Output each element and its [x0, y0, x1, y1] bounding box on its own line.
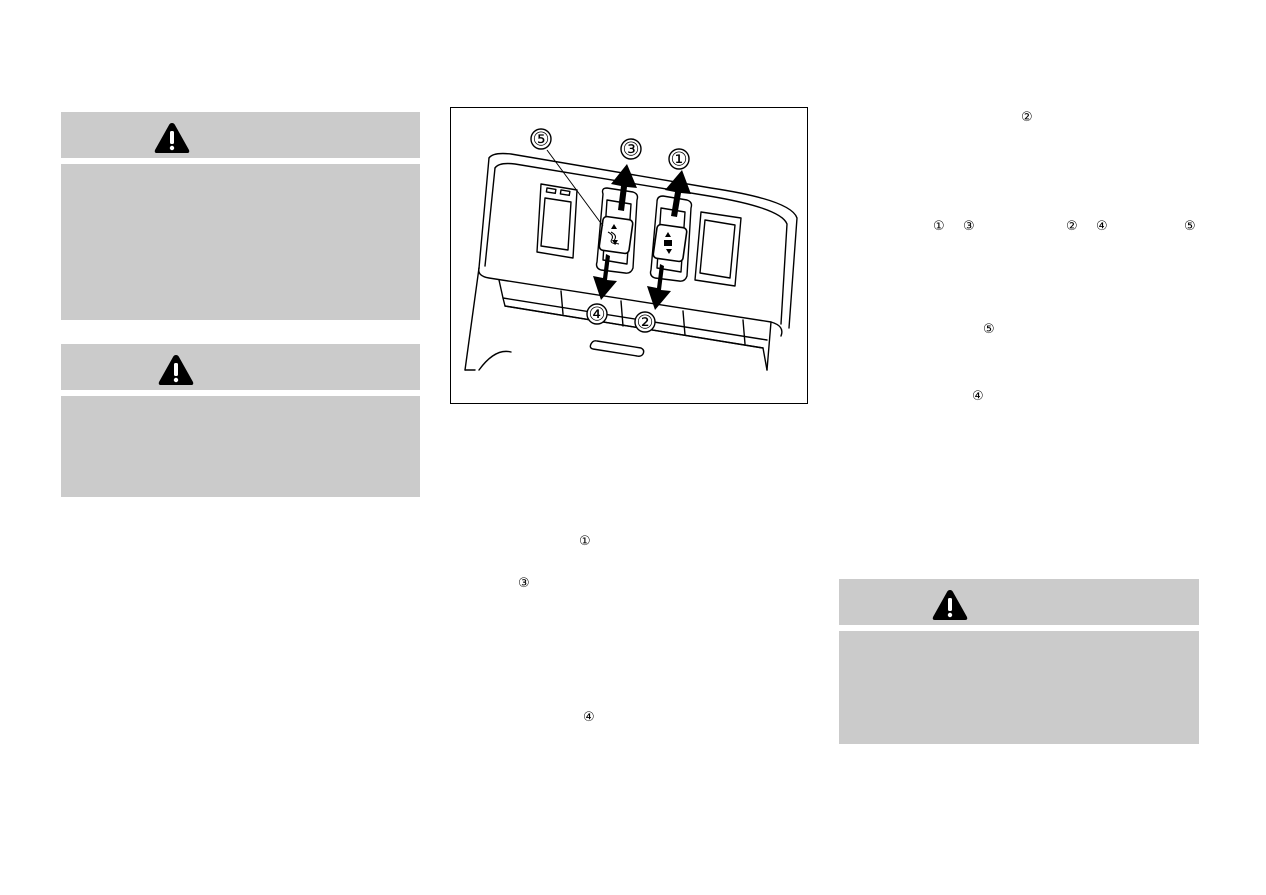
- ref-2: ②: [1066, 219, 1078, 234]
- ref-5: ⑤: [1184, 219, 1196, 234]
- callout-1: ①: [670, 150, 687, 171]
- ref-4: ④: [583, 710, 595, 725]
- overhead-switch-illustration: ⑤ ③ ① ④ ②: [450, 107, 808, 404]
- callout-2: ②: [636, 313, 653, 334]
- warning-triangle-icon: [154, 123, 190, 153]
- ref-3: ③: [518, 576, 530, 591]
- warning-box-3-header: [839, 579, 1199, 625]
- callout-5-circle: [530, 128, 552, 150]
- warning-box-2-body: [61, 396, 420, 497]
- console-drawing: ⑤ ③ ① ④ ②: [464, 128, 798, 371]
- warning-box-1-header: [61, 112, 420, 158]
- ref-5: ⑤: [983, 322, 995, 337]
- warning-triangle-icon: [158, 355, 194, 385]
- callout-4: ④: [588, 305, 605, 326]
- callout-3-circle: [620, 138, 642, 160]
- warning-box-3-body: [839, 631, 1199, 744]
- callout-5: ⑤: [532, 130, 549, 151]
- callout-4-circle: [586, 303, 608, 325]
- ref-2: ②: [1021, 110, 1033, 125]
- callout-2-circle: [634, 311, 656, 333]
- ref-4: ④: [972, 389, 984, 404]
- callout-3: ③: [622, 140, 639, 161]
- ref-3: ③: [963, 219, 975, 234]
- warning-box-1-body: [61, 164, 420, 320]
- ref-1: ①: [579, 534, 591, 549]
- ref-1: ①: [933, 219, 945, 234]
- warning-box-2-header: [61, 344, 420, 390]
- ref-4: ④: [1096, 219, 1108, 234]
- callout-1-circle: [668, 148, 690, 170]
- warning-triangle-icon: [932, 590, 968, 620]
